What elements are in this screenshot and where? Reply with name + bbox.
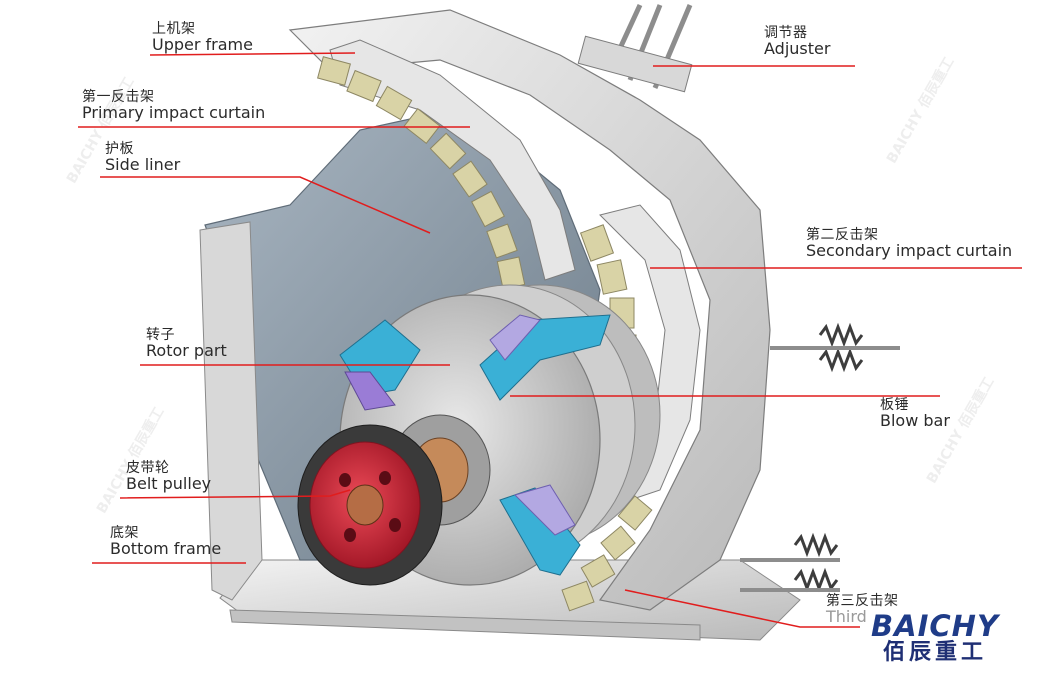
adjuster-plate xyxy=(577,35,693,93)
third-impact-blocks xyxy=(561,495,653,612)
label-primary-curtain: 第一反击架 Primary impact curtain xyxy=(82,89,266,122)
label-secondary-curtain: 第二反击架 Secondary impact curtain xyxy=(806,227,1013,260)
primary-impact-blocks xyxy=(317,56,526,290)
brand-logo: BAICHY 佰辰重工 xyxy=(865,612,1005,665)
label-blow-bar: 板锤 Blow bar xyxy=(880,397,950,430)
bottom-frame-rail xyxy=(229,609,701,641)
label-bottom-frame: 底架 Bottom frame xyxy=(110,525,222,558)
blow-bars xyxy=(339,314,611,576)
label-belt-pulley: 皮带轮 Belt pulley xyxy=(126,460,212,493)
leader-lines xyxy=(78,52,1022,628)
upper-frame-housing xyxy=(288,9,771,611)
label-side-liner: 护板 Side liner xyxy=(105,141,181,174)
brand-cjk: 佰辰重工 xyxy=(882,640,987,665)
brand-latin: BAICHY xyxy=(871,609,999,643)
label-rotor: 转子 Rotor part xyxy=(146,327,227,360)
pulley-bolt-holes xyxy=(339,471,401,542)
secondary-curtain-arm xyxy=(599,204,701,501)
label-upper-frame: 上机架 Upper frame xyxy=(152,21,253,54)
label-adjuster: 调节器 Adjuster xyxy=(764,25,831,58)
left-side-wall xyxy=(199,221,263,601)
pulley-shaft xyxy=(346,484,384,526)
label-third-curtain: 第三反击架 Third xyxy=(826,593,899,626)
springs xyxy=(793,322,864,593)
